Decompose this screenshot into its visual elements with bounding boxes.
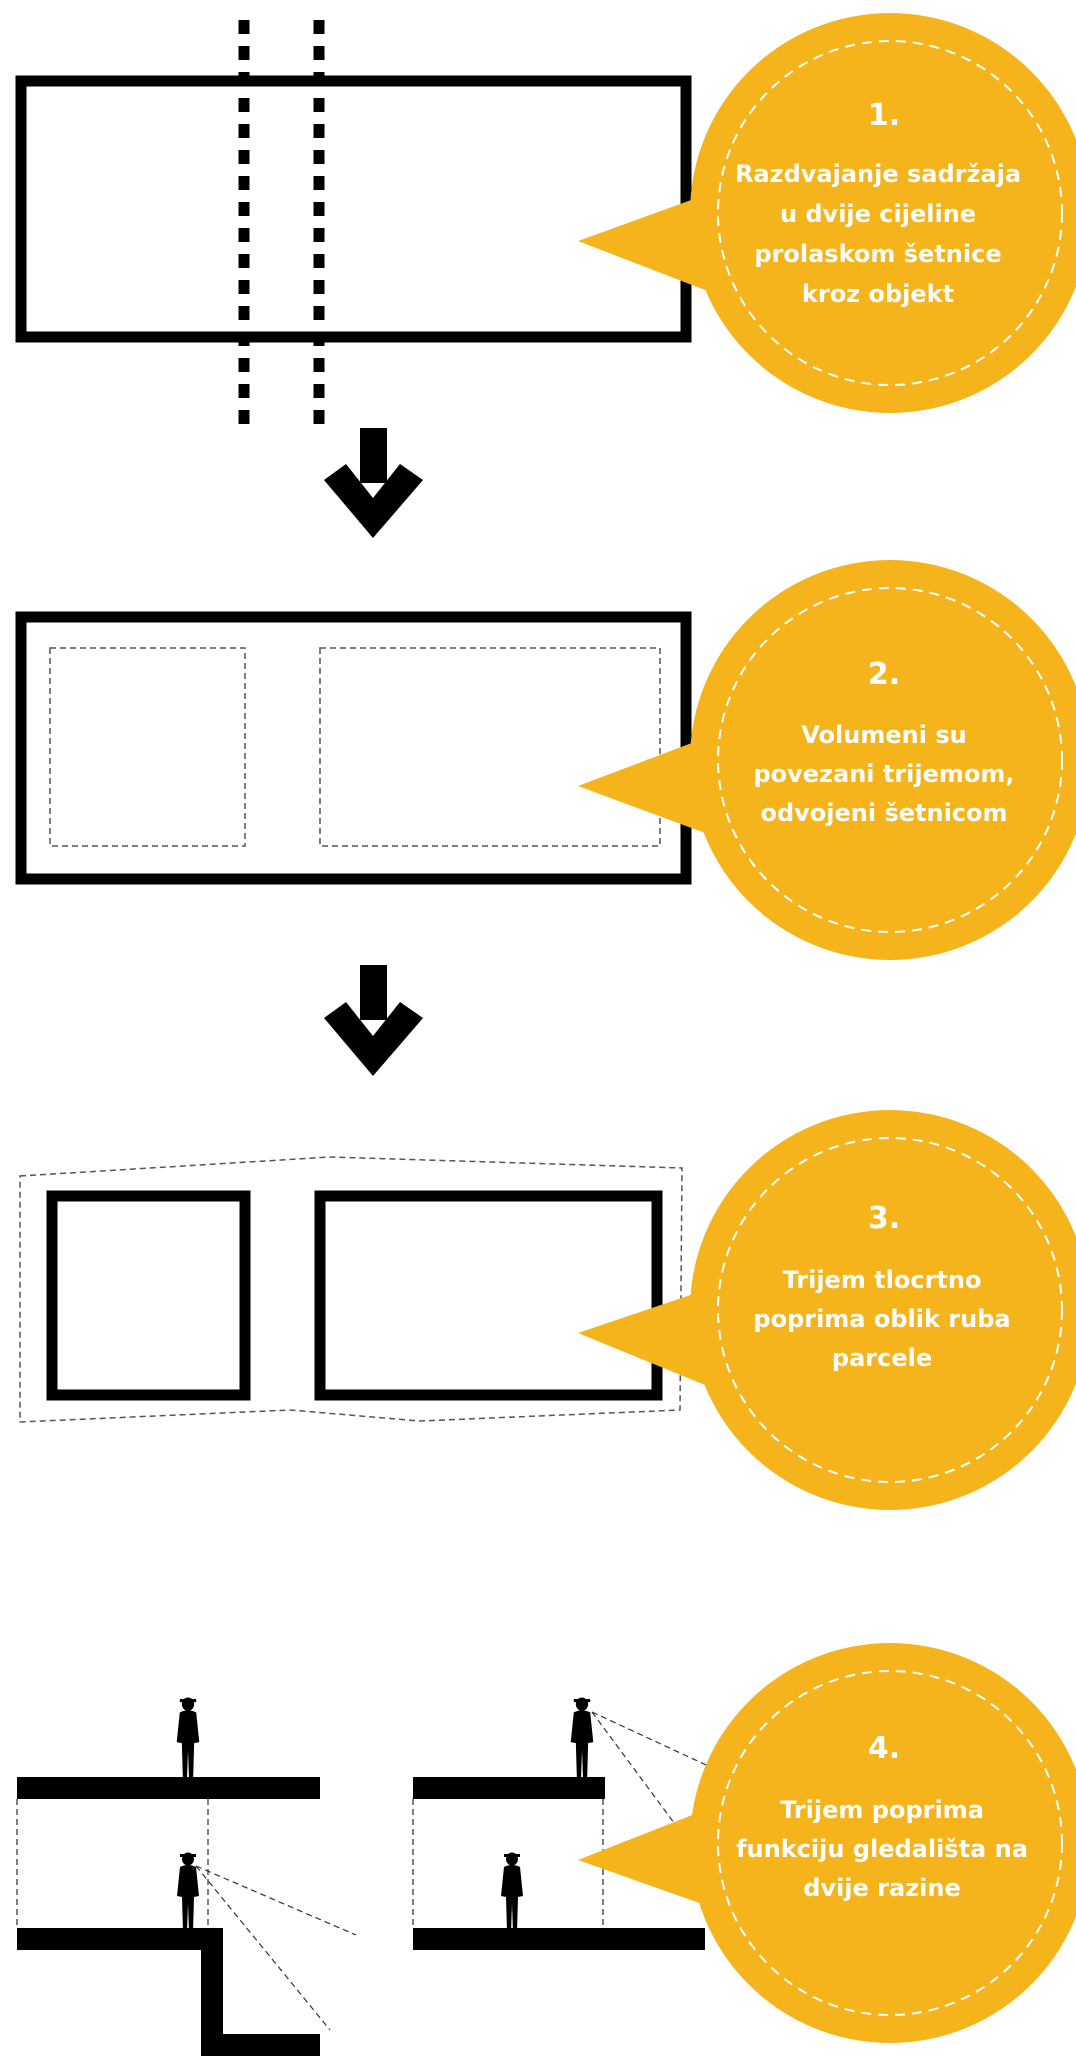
step-2-callout-dashed-ring [717,587,1063,933]
step-2-text-line-1: Volumeni su [801,721,966,749]
step-4-text-line-3: dvije razine [803,1874,961,1902]
step-3-callout-circle [690,1110,1076,1510]
step-4-section-right [412,1697,761,1950]
person-silhouette-icon [570,1697,594,1779]
step-4-left-sightline-2 [195,1865,331,2031]
step-2-callout: 2. Volumeni su povezani trijemom, odvoje… [578,560,1076,960]
step-2-text-line-2: povezani trijemom, [753,760,1014,788]
step-4-number: 4. [868,1731,900,1766]
arrow-down-icon [324,428,423,538]
step-1-callout: 1. Razdvajanje sadržaja u dvije cijeline… [578,13,1076,413]
step-4-left-sightline-1 [195,1865,357,1936]
step-2-text-line-3: odvojeni šetnicom [760,799,1007,827]
step-4-right-upper-slab [413,1777,605,1799]
step-4-callout-circle [690,1643,1076,2043]
step-4-callout-dashed-ring [717,1670,1063,2016]
step-2-number: 2. [868,657,900,692]
step-4-callout-pointer [578,1810,705,1905]
step-3-text-line-2: poprima oblik ruba [753,1305,1010,1333]
step-4: 4. Trijem poprima funkciju gledališta na… [16,1643,1076,2056]
step-4-right-lower-slab [413,1928,705,1950]
step-2-building-outline [15,611,692,885]
step-4-callout: 4. Trijem poprima funkciju gledališta na… [578,1643,1076,2043]
step-3-callout-dashed-ring [717,1137,1063,1483]
step-1-text-line-2: u dvije cijeline [780,200,976,228]
step-3-text-line-3: parcele [832,1344,932,1372]
step-3-text-line-1: Trijem tlocrtno [783,1266,982,1294]
step-1-text-line-4: kroz objekt [802,280,954,308]
step-1-text-line-1: Razdvajanje sadržaja [735,160,1021,188]
step-3-callout-pointer [578,1290,705,1385]
step-4-right-sightline-2 [591,1711,721,1886]
step-3-porch-outline [19,1156,683,1423]
arrow-down-icon [324,965,423,1076]
step-2-callout-circle [690,560,1076,960]
step-4-left-lower-slab [17,1928,217,1950]
step-3-callout: 3. Trijem tlocrtno poprima oblik ruba pa… [578,1110,1076,1510]
step-1-callout-pointer [578,195,705,290]
step-2-volume-right [319,647,661,847]
step-1-callout-dashed-ring [717,40,1063,386]
step-3-volume-right [314,1190,663,1401]
step-4-left-stair-wall [200,1928,320,2056]
step-3-number: 3. [868,1201,900,1236]
step-1-callout-circle [690,13,1076,413]
step-4-text-line-2: funkciju gledališta na [736,1835,1028,1863]
person-silhouette-icon [176,1697,200,1779]
step-2-callout-pointer [578,738,705,833]
person-silhouette-icon [177,1852,199,1932]
step-1-building-outline [15,75,692,343]
step-3-volume-left [46,1190,251,1401]
step-1-number: 1. [868,98,900,133]
step-4-left-upper-slab [17,1777,320,1799]
step-2: 2. Volumeni su povezani trijemom, odvoje… [15,560,1076,960]
person-silhouette-icon [501,1852,523,1932]
step-4-text-line-1: Trijem poprima [780,1796,984,1824]
step-3: 3. Trijem tlocrtno poprima oblik ruba pa… [19,1110,1076,1510]
step-1-text-line-3: prolaskom šetnice [754,240,1001,268]
step-4-section-left [16,1697,357,2056]
step-1: 1. Razdvajanje sadržaja u dvije cijeline… [15,13,1076,425]
step-2-volume-left [49,647,246,847]
